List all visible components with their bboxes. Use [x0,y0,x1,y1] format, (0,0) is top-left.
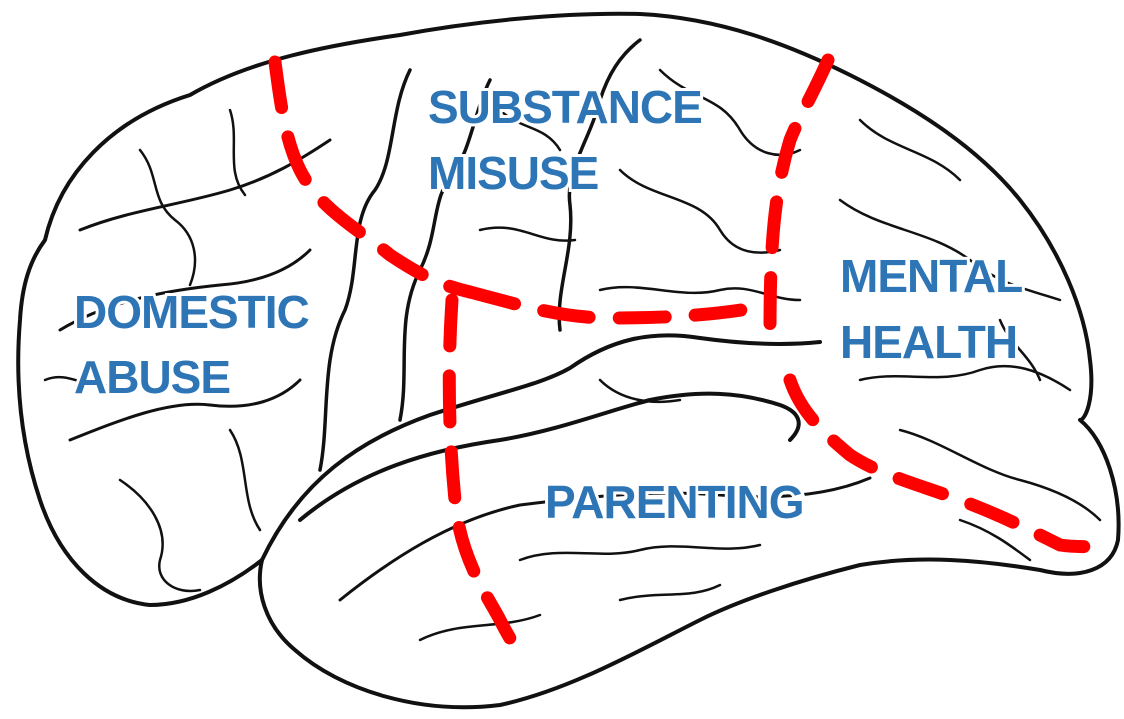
temporal-fold-a [520,545,760,560]
frontal-fold-b [230,110,245,195]
parietal-fold-b [620,170,780,253]
frontal-fold-c [120,480,200,591]
region-labels: SUBSTANCE MISUSE DOMESTIC ABUSE MENTAL H… [74,81,1022,528]
frontal-fold-a [140,150,195,285]
parietal-fold-a [480,228,575,241]
divider-substance-mental [770,60,828,330]
temporal-fold-e [960,520,1030,560]
label-substance-misuse-line1: SUBSTANCE [428,81,702,133]
label-domestic-abuse-line1: DOMESTIC [74,286,309,338]
label-mental-health-line2: HEALTH [840,316,1017,368]
precentral-sulcus [320,70,410,470]
occipital-fold-d [900,430,1100,520]
label-mental-health-line1: MENTAL [840,250,1022,302]
label-domestic-abuse-line2: ABUSE [74,351,230,403]
temporal-fold-c [620,585,720,600]
label-parenting: PARENTING [545,476,804,528]
temporal-fold-b [420,615,540,640]
divider-substance-parenting [470,292,770,318]
label-substance-misuse-line2: MISUSE [428,147,598,199]
frontal-fold-d [230,430,260,530]
divider-mental-parenting [790,380,1112,547]
divider-domestic-parenting [449,300,522,660]
